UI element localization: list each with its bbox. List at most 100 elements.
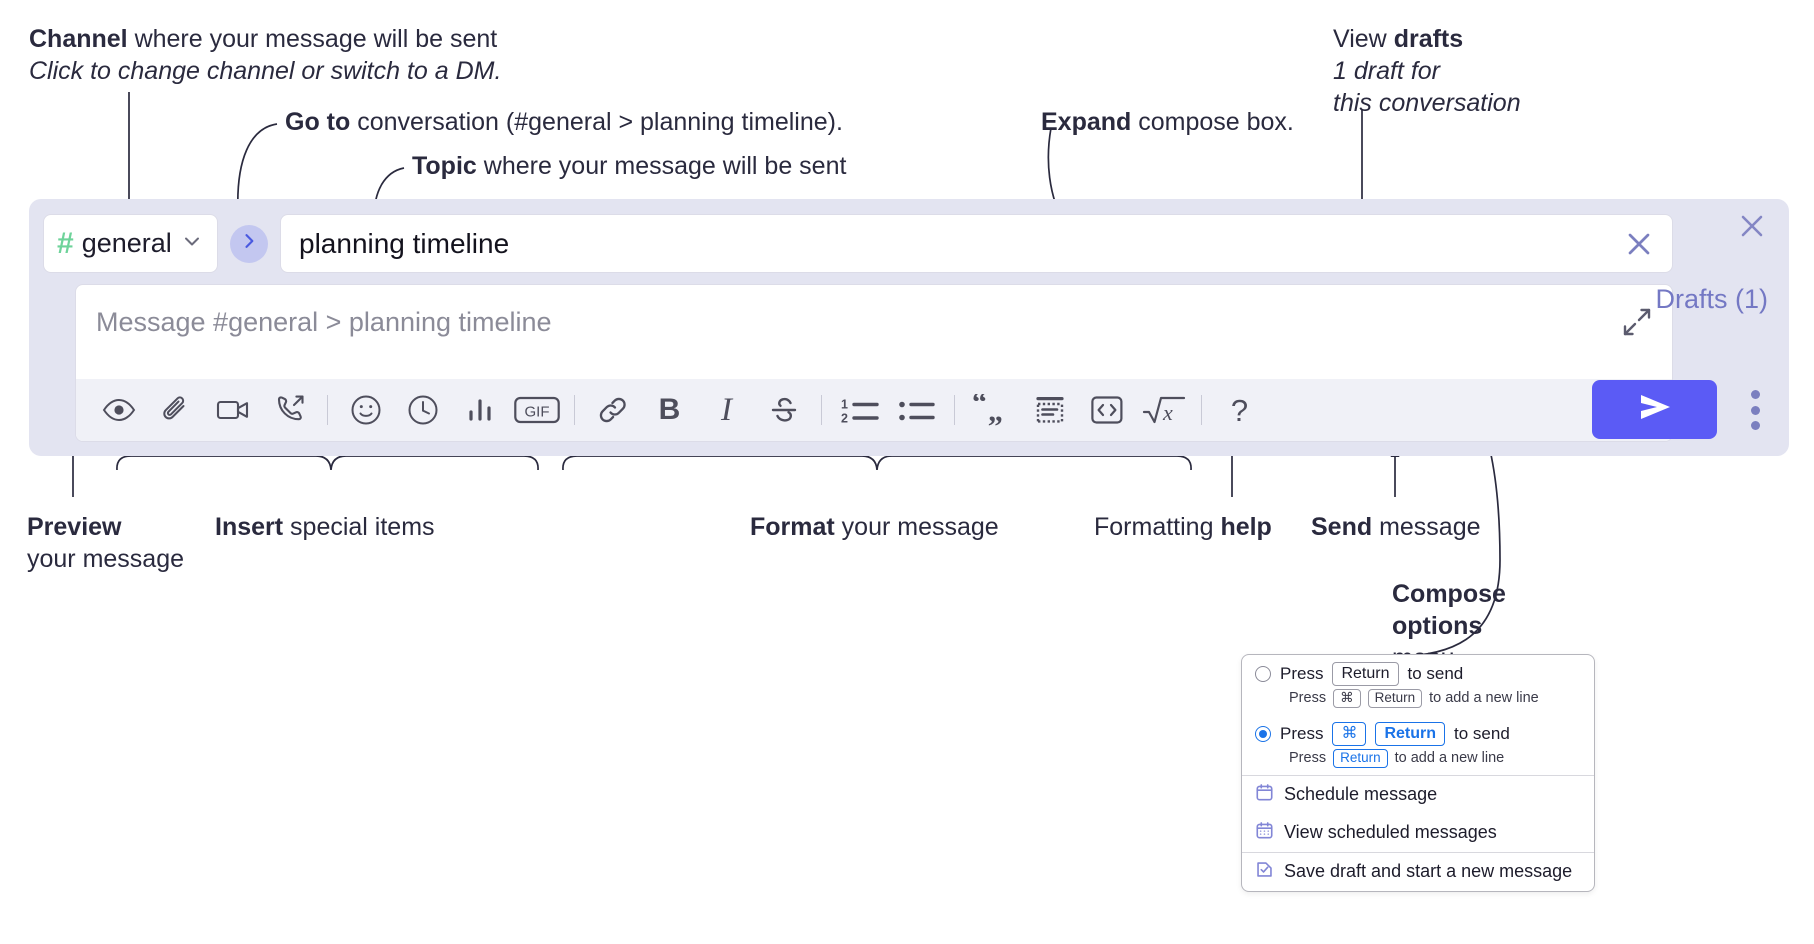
annotation-insert-bold: Insert — [215, 513, 284, 541]
option1-sub-tail: to add a new line — [1429, 690, 1539, 707]
option1-press: Press — [1280, 664, 1324, 683]
send-option-return[interactable]: Press Return to send — [1242, 655, 1594, 688]
svg-text:GIF: GIF — [524, 404, 549, 421]
menu-item-label: Save draft and start a new message — [1284, 861, 1573, 882]
send-option-cmd-return[interactable]: Press ⌘ Return to send — [1242, 715, 1594, 748]
svg-text:2: 2 — [841, 412, 848, 426]
key-command: ⌘ — [1332, 721, 1367, 746]
strikethrough-icon[interactable] — [755, 383, 812, 437]
annotation-format-bold: Format — [750, 513, 835, 541]
annotation-insert: Insert special items — [215, 511, 435, 543]
poll-icon[interactable] — [451, 383, 508, 437]
toolbar-separator — [1201, 395, 1202, 425]
annotation-help: Formatting help — [1094, 511, 1272, 543]
toolbar-separator — [821, 395, 822, 425]
channel-selector[interactable]: # general — [43, 214, 218, 273]
annotation-preview: Preview your message — [27, 511, 184, 575]
topic-input[interactable]: planning timeline — [280, 214, 1673, 273]
menu-item-label: View scheduled messages — [1284, 822, 1497, 843]
message-compose-box[interactable]: Message #general > planning timeline — [75, 284, 1673, 442]
bulleted-list-icon[interactable] — [888, 383, 945, 437]
link-icon[interactable] — [584, 383, 641, 437]
option2-sub-press: Press — [1289, 750, 1327, 767]
chevron-right-icon — [239, 231, 259, 256]
annotation-drafts-italic1: 1 draft for — [1333, 57, 1440, 85]
gif-icon[interactable]: GIF — [508, 383, 565, 437]
option1-tail: to send — [1407, 664, 1464, 683]
bold-icon[interactable]: B — [658, 393, 681, 426]
annotation-goto-bold: Go to — [285, 108, 351, 136]
expand-icon[interactable] — [1622, 307, 1652, 337]
annotation-preview-line2: your message — [27, 545, 185, 573]
key-return: Return — [1333, 748, 1388, 768]
menu-item-save-draft[interactable]: Save draft and start a new message — [1242, 853, 1594, 891]
compose-top-row: # general planning timeline — [43, 214, 1673, 273]
option1-sub-press: Press — [1289, 690, 1327, 707]
message-placeholder: Message #general > planning timeline — [96, 307, 552, 337]
svg-text:“: “ — [972, 394, 987, 419]
option2-sub-tail: to add a new line — [1394, 750, 1505, 767]
radio-cmd-return[interactable] — [1255, 725, 1271, 742]
send-option-return-sub: Press ⌘ Return to add a new line — [1242, 688, 1594, 715]
ordered-list-icon[interactable]: 1 2 — [831, 383, 888, 437]
topic-value: planning timeline — [299, 227, 510, 259]
annotation-insert-rest: special items — [283, 513, 435, 541]
vertical-dots-icon-dot — [1750, 421, 1760, 430]
inline-code-icon[interactable] — [1078, 383, 1135, 437]
annotation-drafts: View drafts 1 draft for this conversatio… — [1333, 23, 1521, 119]
annotation-topic-bold: Topic — [412, 152, 477, 180]
annotation-send-bold: Send — [1311, 513, 1373, 541]
annotation-channel: Channel where your message will be sent … — [29, 23, 501, 87]
annotation-send: Send message — [1311, 511, 1481, 543]
video-clip-icon[interactable] — [204, 383, 261, 437]
annotation-channel-bold: Channel — [29, 25, 128, 53]
clock-icon[interactable] — [394, 383, 451, 437]
compose-options-button[interactable] — [1742, 390, 1768, 430]
formatting-toolbar: GIF B I — [76, 379, 1672, 441]
calendar-schedule-icon — [1255, 783, 1274, 807]
annotation-topic: Topic where your message will be sent — [412, 150, 846, 182]
annotation-channel-italic: Click to change channel or switch to a D… — [29, 57, 502, 85]
svg-text:x: x — [1162, 400, 1173, 425]
annotation-send-rest: message — [1372, 513, 1481, 541]
option2-press: Press — [1280, 723, 1324, 743]
menu-divider — [1242, 774, 1594, 776]
code-block-icon[interactable] — [1021, 383, 1078, 437]
annotation-format: Format your message — [750, 511, 999, 543]
help-icon[interactable]: ? — [1211, 383, 1268, 437]
annotation-help-bold: help — [1220, 513, 1272, 541]
panel-close-button[interactable] — [1735, 209, 1769, 243]
send-paper-plane-icon — [1634, 391, 1676, 428]
emoji-icon[interactable] — [337, 383, 394, 437]
radio-return[interactable] — [1255, 666, 1271, 682]
vertical-dots-icon-dot — [1750, 405, 1760, 415]
toolbar-separator — [954, 395, 955, 425]
help-icon-label: ? — [1230, 392, 1249, 428]
goto-conversation-button[interactable] — [230, 224, 268, 263]
toolbar-separator — [574, 395, 575, 425]
preview-icon[interactable] — [90, 383, 147, 437]
attachment-icon[interactable] — [147, 383, 204, 437]
annotation-expand-bold: Expand — [1041, 108, 1132, 136]
annotation-expand-rest: compose box. — [1131, 108, 1294, 136]
menu-item-schedule-message[interactable]: Schedule message — [1242, 776, 1594, 814]
blockquote-icon[interactable]: “ „ — [964, 383, 1021, 437]
math-icon[interactable]: x — [1135, 383, 1192, 437]
channel-name-label: general — [81, 228, 172, 258]
key-command: ⌘ — [1333, 689, 1361, 708]
annotation-goto: Go to conversation (#general > planning … — [285, 106, 843, 138]
topic-clear-icon[interactable] — [1622, 227, 1656, 261]
annotation-drafts-italic2: this conversation — [1333, 89, 1521, 117]
annotation-goto-rest: conversation (#general > planning timeli… — [350, 108, 843, 136]
vertical-dots-icon-dot — [1750, 390, 1760, 399]
annotation-compose-bold2: options — [1392, 612, 1483, 640]
menu-item-view-scheduled-messages[interactable]: View scheduled messages — [1242, 814, 1594, 852]
annotation-format-rest: your message — [834, 513, 999, 541]
audio-clip-icon[interactable] — [261, 383, 318, 437]
drafts-link[interactable]: Drafts (1) — [1655, 284, 1768, 314]
send-button[interactable] — [1592, 380, 1717, 439]
annotation-channel-rest: where your message will be sent — [127, 25, 498, 53]
italic-icon[interactable]: I — [721, 391, 732, 428]
svg-text:„: „ — [988, 395, 1003, 426]
menu-divider — [1242, 851, 1594, 853]
